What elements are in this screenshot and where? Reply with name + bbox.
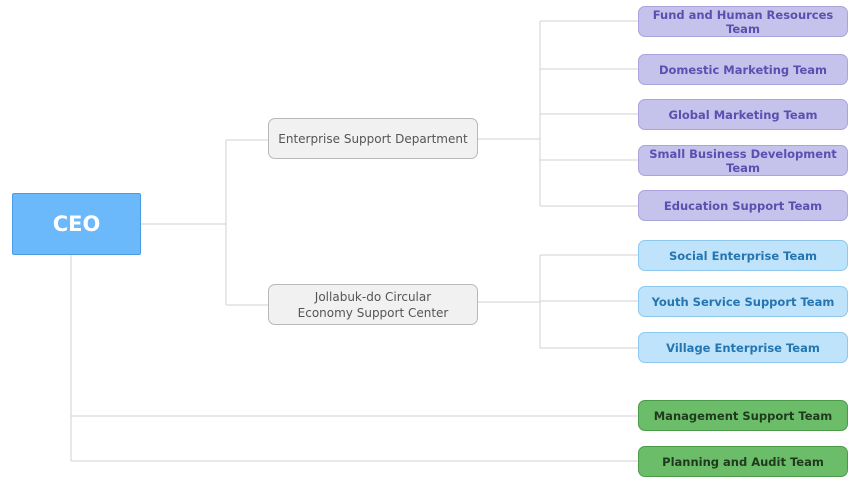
department-circular-economy-center: Jollabuk-do Circular Economy Support Cen… bbox=[268, 284, 478, 325]
team-global-marketing: Global Marketing Team bbox=[638, 99, 848, 130]
team-fund-human-resources: Fund and Human Resources Team bbox=[638, 6, 848, 37]
team-domestic-marketing: Domestic Marketing Team bbox=[638, 54, 848, 85]
department-label: Enterprise Support Department bbox=[278, 131, 468, 146]
team-youth-service-support: Youth Service Support Team bbox=[638, 286, 848, 317]
team-small-business-development: Small Business Development Team bbox=[638, 145, 848, 176]
team-village-enterprise: Village Enterprise Team bbox=[638, 332, 848, 363]
team-education-support: Education Support Team bbox=[638, 190, 848, 221]
team-planning-audit: Planning and Audit Team bbox=[638, 446, 848, 477]
department-enterprise-support: Enterprise Support Department bbox=[268, 118, 478, 159]
department-label: Jollabuk-do Circular Economy Support Cen… bbox=[297, 289, 449, 320]
team-management-support: Management Support Team bbox=[638, 400, 848, 431]
team-social-enterprise: Social Enterprise Team bbox=[638, 240, 848, 271]
ceo-node: CEO bbox=[12, 193, 141, 255]
